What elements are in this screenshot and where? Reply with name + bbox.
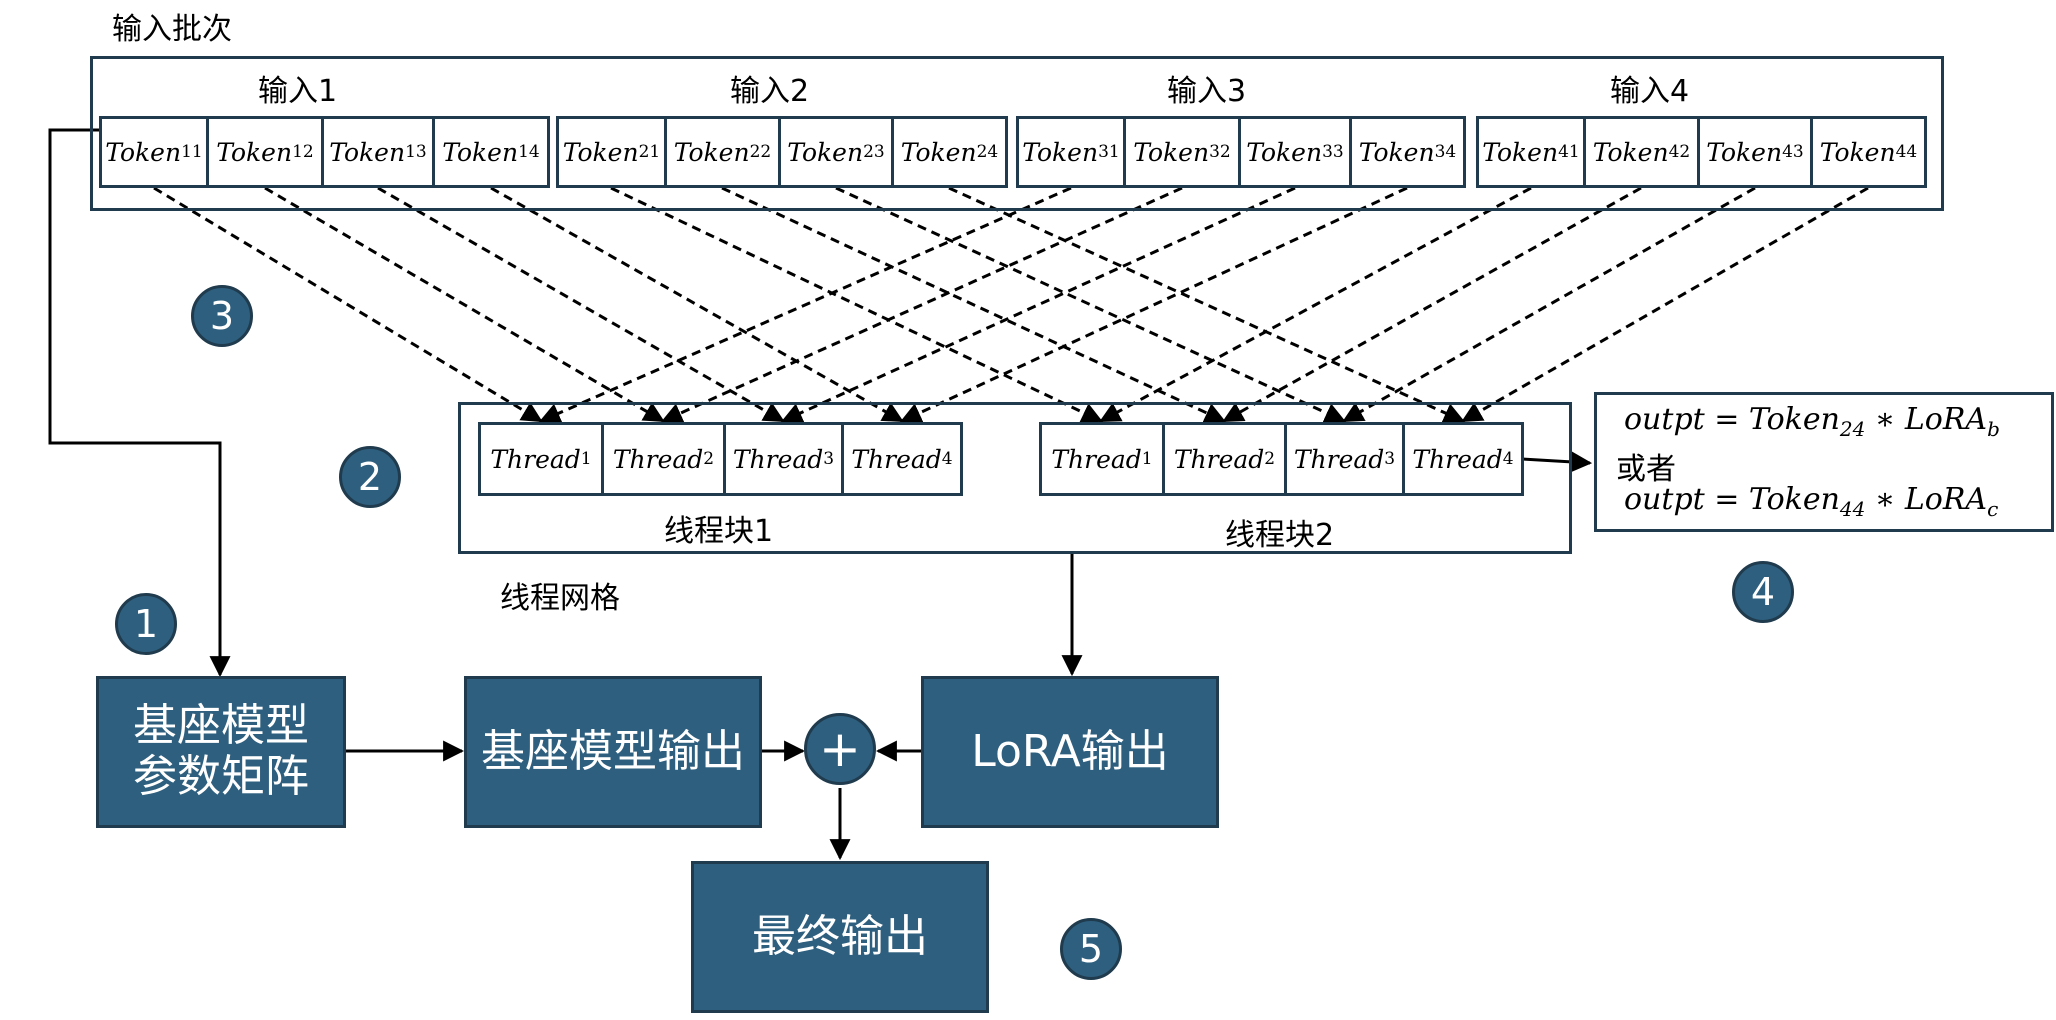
token-thread-dashed-arrow — [539, 186, 1072, 424]
formula-line-2: outpt = Token44 ∗ LoRAc — [1624, 482, 1999, 521]
input-3-label: 输入3 — [1167, 74, 1247, 109]
step-badge-3: 3 — [191, 285, 253, 347]
lora-output-box: LoRA输出 — [921, 676, 1219, 828]
token-thread-dashed-arrow — [781, 186, 1296, 423]
thread-block-2-label: 线程块2 — [1225, 518, 1335, 553]
token-thread-dashed-arrow — [1461, 186, 1869, 423]
input-batch-label: 输入批次 — [112, 12, 232, 47]
input-1-label: 输入1 — [258, 74, 338, 109]
token-thread-dashed-arrow — [661, 186, 1183, 423]
token-thread-dashed-arrow — [1099, 186, 1532, 423]
step-badge-2: 2 — [339, 446, 401, 508]
input-batch-frame — [90, 56, 1944, 211]
thread-to-formula-arrow — [1521, 451, 1593, 473]
input-2-label: 输入2 — [730, 74, 810, 109]
step-badge-4: 4 — [1732, 561, 1794, 623]
base-model-output-box: 基座模型输出 — [464, 676, 762, 828]
batch-to-base-params-arrow — [48, 128, 231, 678]
step-badge-1: 1 — [115, 593, 177, 655]
token-thread-dashed-arrow — [264, 186, 665, 423]
formula-or-text: 或者 — [1616, 453, 1676, 486]
token-thread-dashed-arrow — [377, 186, 785, 423]
token-thread-dashed-arrow — [835, 186, 1346, 423]
thread-grid-label: 线程网格 — [500, 581, 620, 616]
step-badge-5: 5 — [1060, 918, 1122, 980]
thread-block-1-label: 线程块1 — [664, 514, 774, 549]
formula-line-1: outpt = Token24 ∗ LoRAb — [1624, 402, 2000, 441]
plus-node: + — [804, 713, 876, 785]
token-thread-dashed-arrow — [900, 186, 1408, 423]
token-thread-dashed-arrow — [721, 186, 1226, 423]
final-output-box: 最终输出 — [691, 861, 989, 1013]
token-thread-dashed-arrow — [948, 186, 1465, 423]
token-thread-dashed-arrow — [153, 186, 543, 423]
token-thread-dashed-arrow — [490, 186, 904, 423]
token-thread-dashed-arrow — [1222, 186, 1642, 423]
thread-grid-frame — [458, 402, 1572, 554]
token-to-thread-arrows — [153, 186, 1869, 424]
token-thread-dashed-arrow — [610, 186, 1103, 423]
output-formula-box — [1594, 392, 2054, 532]
base-model-params-box: 基座模型参数矩阵 — [96, 676, 346, 828]
input-4-label: 输入4 — [1610, 74, 1690, 109]
token-thread-dashed-arrow — [1342, 186, 1756, 423]
